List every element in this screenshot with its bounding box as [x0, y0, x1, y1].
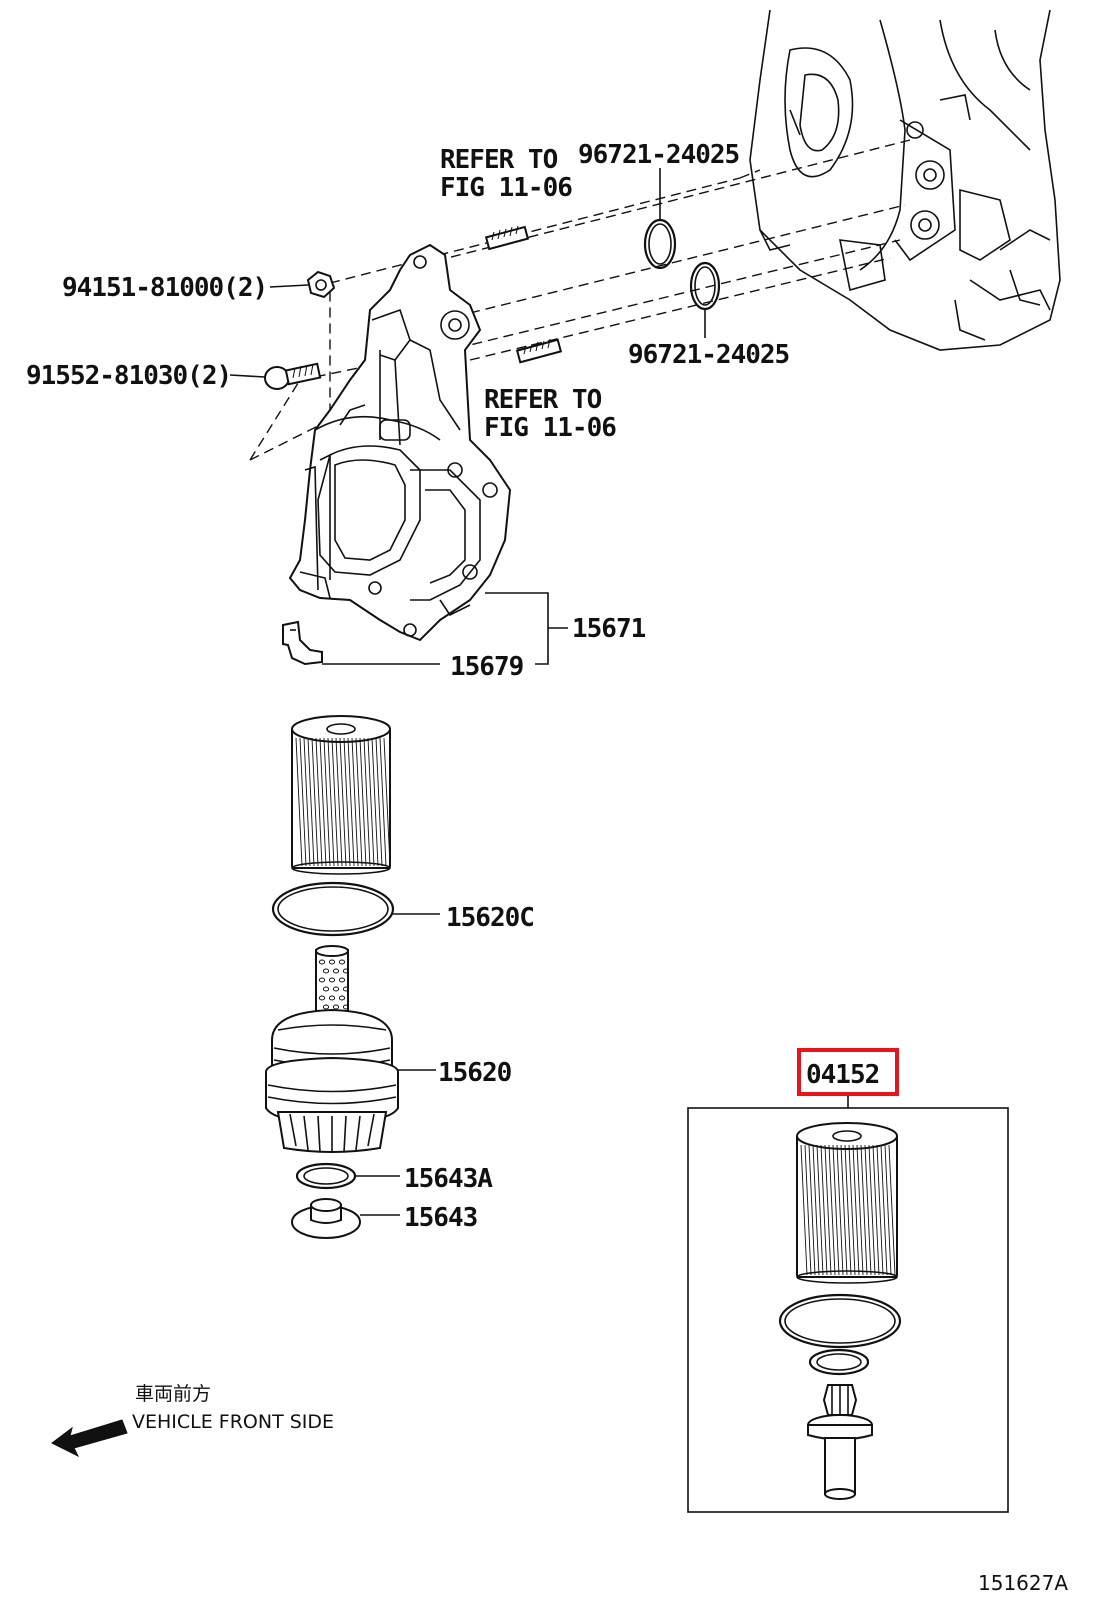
- refer-note-mid-line1: REFER TO: [484, 385, 602, 415]
- kit-part-number-highlight: [797, 1048, 899, 1096]
- oring-lower-part-number[interactable]: 96721-24025: [628, 340, 790, 370]
- refer-note-top-line1: REFER TO: [440, 145, 558, 175]
- engine-block: [749, 9, 1061, 351]
- kit-filter-element: [796, 1122, 898, 1284]
- bolt-part: [264, 362, 322, 390]
- clip-part: [282, 620, 323, 666]
- kit-part-number[interactable]: 04152: [806, 1060, 880, 1090]
- filter-cap-part-number[interactable]: 15620: [438, 1058, 513, 1088]
- bolt-part-number[interactable]: 91552-81030(2): [26, 361, 232, 391]
- filter-cap: [265, 945, 399, 1153]
- nut-part: [306, 270, 336, 299]
- vehicle-front-arrow: [51, 1419, 128, 1458]
- vehicle-front-label-en: VEHICLE FRONT SIDE: [132, 1411, 334, 1433]
- leader-lines: [229, 168, 849, 1216]
- bracket-part-number[interactable]: 15671: [572, 614, 647, 644]
- nut-part-number[interactable]: 94151-81000(2): [62, 273, 268, 303]
- drain-plug: [291, 1198, 361, 1239]
- washer-part-number[interactable]: 15643A: [404, 1164, 494, 1194]
- stud-mid: [515, 338, 563, 364]
- gasket-part-number[interactable]: 15620C: [446, 903, 535, 933]
- figure-id: 151627A: [978, 1571, 1068, 1595]
- kit-drain-tube: [807, 1384, 873, 1500]
- filter-housing-bracket: [288, 243, 512, 642]
- kit-box: [687, 1107, 1009, 1513]
- oring-upper-part-number[interactable]: 96721-24025: [578, 140, 740, 170]
- refer-note-top-line2: FIG 11-06: [440, 173, 572, 203]
- vehicle-front-label-jp: 車両前方: [135, 1383, 211, 1405]
- clip-part-number[interactable]: 15679: [450, 652, 524, 682]
- gasket-ring: [271, 881, 395, 937]
- filter-element: [291, 715, 391, 875]
- refer-note-mid-line2: FIG 11-06: [484, 413, 616, 443]
- plug-part-number[interactable]: 15643: [404, 1203, 478, 1233]
- stud-top: [484, 225, 530, 251]
- kit-gasket-ring: [778, 1293, 902, 1349]
- kit-washer-ring: [808, 1348, 870, 1376]
- washer-ring: [295, 1162, 357, 1190]
